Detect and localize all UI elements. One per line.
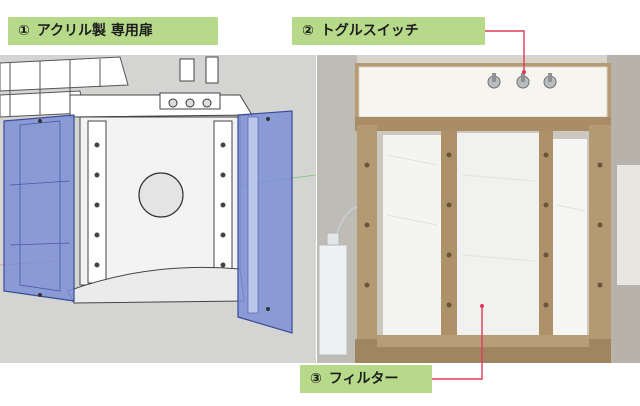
filter-label: ③ フィルター — [300, 365, 432, 393]
toggle-switch-label: ② トグルスイッチ — [292, 17, 485, 45]
device-photo — [317, 55, 640, 363]
device-photo-drawing — [317, 55, 640, 363]
filter-number: ③ — [310, 371, 322, 387]
3d-model-drawing — [0, 56, 316, 334]
toggle-switches — [487, 73, 557, 89]
acrylic-door-label: ① アクリル製 専用扉 — [8, 17, 218, 45]
acrylic-door-text: アクリル製 専用扉 — [36, 23, 153, 39]
acrylic-door-number: ① — [18, 23, 30, 39]
toggle-switch-text: トグルスイッチ — [320, 23, 419, 39]
filter-text: フィルター — [328, 371, 399, 387]
3d-model-illustration — [0, 55, 316, 363]
toggle-switch-number: ② — [302, 23, 314, 39]
filter-pads — [383, 133, 587, 337]
